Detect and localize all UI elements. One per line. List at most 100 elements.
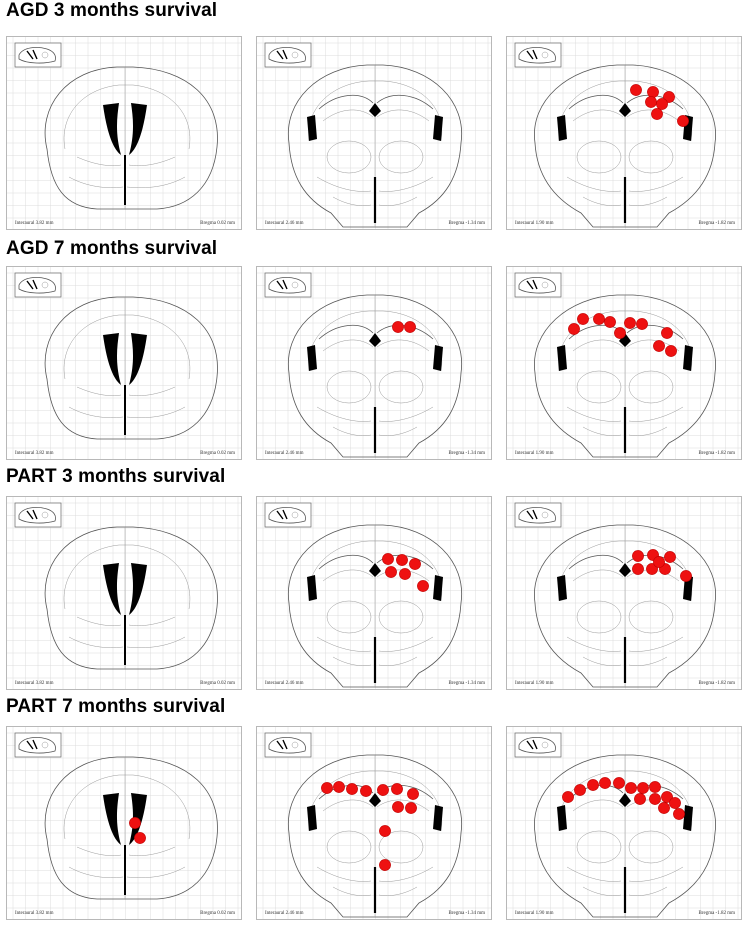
sagittal-inset bbox=[264, 502, 312, 528]
interaural-label: Interaural 1.90 mm bbox=[515, 911, 554, 916]
lesion-dot bbox=[404, 321, 416, 333]
atlas-figure: Interaural 3.82 mm Bregma 0.02 mm bbox=[7, 497, 241, 689]
lesion-dot bbox=[630, 84, 642, 96]
coronal-section bbox=[534, 64, 716, 228]
row-title: PART 7 months survival bbox=[6, 696, 226, 717]
lesion-dot bbox=[405, 802, 417, 814]
sagittal-inset bbox=[514, 502, 562, 528]
lesion-dot bbox=[574, 784, 586, 796]
coronal-section bbox=[534, 754, 716, 918]
lateral-ventricle-right bbox=[129, 103, 147, 155]
lesion-dot bbox=[669, 797, 681, 809]
coronal-section bbox=[44, 66, 218, 210]
lesion-dot bbox=[392, 321, 404, 333]
lesion-dot bbox=[637, 782, 649, 794]
coronal-section bbox=[44, 526, 218, 670]
lesion-dot bbox=[625, 782, 637, 794]
bregma-label: Bregma 0.02 mm bbox=[200, 221, 235, 226]
interaural-label: Interaural 2.46 mm bbox=[265, 681, 304, 686]
interaural-label: Interaural 2.46 mm bbox=[265, 451, 304, 456]
bregma-label: Bregma 0.02 mm bbox=[200, 911, 235, 916]
lateral-ventricle-left bbox=[103, 333, 121, 385]
lesion-dot bbox=[134, 832, 146, 844]
lateral-ventricle-left bbox=[103, 563, 121, 615]
lesion-dot bbox=[577, 313, 589, 325]
lesion-dot bbox=[658, 802, 670, 814]
lesion-dot bbox=[677, 115, 689, 127]
lateral-ventricle-left bbox=[103, 103, 121, 155]
lesion-dot bbox=[392, 801, 404, 813]
lesion-dot bbox=[636, 318, 648, 330]
lesion-dot bbox=[651, 108, 663, 120]
lesion-dot bbox=[377, 784, 389, 796]
lesion-dot bbox=[382, 553, 394, 565]
coronal-section bbox=[287, 64, 463, 228]
atlas-figure: Interaural 3.82 mm Bregma 0.02 mm bbox=[7, 37, 241, 229]
interaural-label: Interaural 3.82 mm bbox=[15, 221, 54, 226]
sagittal-inset bbox=[514, 732, 562, 758]
lesion-dot bbox=[664, 551, 676, 563]
lesion-dot bbox=[321, 782, 333, 794]
lesion-dot bbox=[649, 793, 661, 805]
lesion-dot bbox=[409, 558, 421, 570]
lesion-dot bbox=[129, 817, 141, 829]
lesion-dot bbox=[645, 96, 657, 108]
row-title: AGD 3 months survival bbox=[6, 0, 218, 21]
interaural-label: Interaural 3.82 mm bbox=[15, 451, 54, 456]
lesion-dot bbox=[661, 327, 673, 339]
lesion-dot bbox=[656, 98, 668, 110]
atlas-panel: Interaural 3.82 mm Bregma 0.02 mm bbox=[6, 266, 242, 460]
coronal-section bbox=[534, 294, 716, 458]
interaural-label: Interaural 2.46 mm bbox=[265, 911, 304, 916]
lesion-dot bbox=[396, 554, 408, 566]
coronal-section bbox=[44, 296, 218, 440]
bregma-label: Bregma -1.82 mm bbox=[698, 221, 735, 226]
interaural-label: Interaural 1.90 mm bbox=[515, 451, 554, 456]
lateral-ventricle-right bbox=[129, 563, 147, 615]
lesion-dot bbox=[632, 563, 644, 575]
lesion-dot bbox=[680, 570, 692, 582]
lesion-dot bbox=[399, 568, 411, 580]
lesion-dot bbox=[663, 91, 675, 103]
coronal-section bbox=[534, 524, 716, 688]
bregma-label: Bregma 0.02 mm bbox=[200, 451, 235, 456]
atlas-panel: Interaural 2.46 mm Bregma -1.34 mm bbox=[256, 266, 492, 460]
atlas-figure: Interaural 3.82 mm Bregma 0.02 mm bbox=[7, 267, 241, 459]
bregma-label: Bregma -1.34 mm bbox=[448, 451, 485, 456]
lesion-dot bbox=[379, 825, 391, 837]
interaural-label: Interaural 3.82 mm bbox=[15, 681, 54, 686]
sagittal-inset bbox=[264, 732, 312, 758]
lesion-dot bbox=[568, 323, 580, 335]
lesion-dot bbox=[614, 327, 626, 339]
lesion-dot bbox=[379, 859, 391, 871]
bregma-label: Bregma 0.02 mm bbox=[200, 681, 235, 686]
lesion-dot bbox=[417, 580, 429, 592]
sagittal-inset bbox=[514, 272, 562, 298]
lesion-dot bbox=[562, 791, 574, 803]
lesion-dot bbox=[646, 563, 658, 575]
sagittal-inset bbox=[14, 272, 62, 298]
lesion-dot bbox=[604, 316, 616, 328]
sagittal-inset bbox=[14, 502, 62, 528]
interaural-label: Interaural 1.90 mm bbox=[515, 681, 554, 686]
coronal-section bbox=[287, 294, 463, 458]
lesion-dot bbox=[661, 791, 673, 803]
lesion-dot bbox=[624, 317, 636, 329]
lesion-dot bbox=[649, 781, 661, 793]
atlas-panel: Interaural 3.82 mm Bregma 0.02 mm bbox=[6, 36, 242, 230]
lesion-dot bbox=[599, 777, 611, 789]
lesion-dot bbox=[665, 345, 677, 357]
